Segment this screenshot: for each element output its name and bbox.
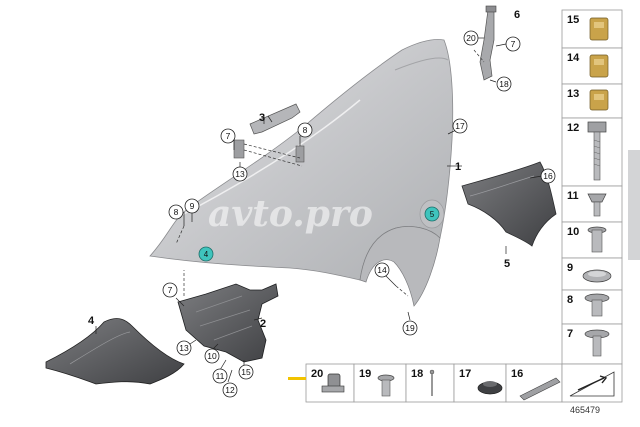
callout-7c: 7 (162, 282, 178, 298)
label-part-1: 1 (455, 161, 461, 173)
svg-text:10: 10 (207, 351, 217, 361)
svg-text:5: 5 (430, 210, 435, 219)
clip-20 (321, 373, 345, 393)
label-part-6: 6 (514, 9, 520, 21)
screw-washer-7 (584, 329, 610, 357)
callout-11: 11 (212, 368, 228, 384)
pin-18 (429, 369, 435, 396)
fender-top-edge (394, 57, 449, 71)
callout-15: 15 (238, 364, 254, 380)
panel-label-15: 15 (567, 14, 579, 26)
fender-mounting-bracket (177, 283, 279, 363)
watermark: avto.pro (208, 193, 373, 235)
clip-nut-15 (589, 17, 609, 41)
side-tab (628, 150, 640, 260)
panel-label-10: 10 (567, 226, 579, 238)
wheel-arch-flange (359, 226, 441, 307)
svg-text:7: 7 (168, 285, 173, 295)
panel-label-8: 8 (567, 294, 573, 306)
callout-13a: 13 (232, 166, 248, 182)
panel-label-16: 16 (511, 368, 523, 380)
hex-bolt-12 (587, 121, 607, 181)
svg-text:13: 13 (179, 343, 189, 353)
clip-nut-14 (589, 54, 609, 78)
svg-text:11: 11 (216, 371, 225, 381)
marker-teal-5: 5 (424, 206, 440, 222)
svg-text:9: 9 (190, 201, 195, 211)
panel-label-18: 18 (411, 368, 423, 380)
callout-19: 19 (402, 320, 418, 336)
bracket-clip-left (233, 139, 245, 159)
svg-text:8: 8 (303, 125, 308, 135)
screw-11 (587, 193, 607, 217)
highlight-pointer (288, 377, 306, 380)
screw-washer-8 (584, 293, 610, 317)
seal-strip-16 (519, 377, 561, 401)
expanding-rivet-10 (587, 226, 607, 253)
callout-7a: 7 (220, 128, 236, 144)
svg-text:19: 19 (405, 323, 415, 333)
reference-arrow-icon (569, 371, 615, 397)
svg-text:20: 20 (466, 33, 476, 43)
callout-18: 18 (496, 76, 512, 92)
svg-text:15: 15 (241, 367, 251, 377)
panel-label-19: 19 (359, 368, 371, 380)
label-part-3: 3 (259, 112, 265, 124)
callout-8b: 8 (168, 204, 184, 220)
panel-label-11: 11 (567, 190, 579, 202)
marker-teal-4: 4 (198, 246, 214, 262)
wheelhouse-liner-front (45, 318, 185, 385)
svg-text:7: 7 (226, 131, 231, 141)
wheelhouse-cover-rear (461, 161, 557, 247)
fender-support-bracket (249, 103, 301, 135)
callout-16: 16 (540, 168, 556, 184)
bracket-clip-right (295, 145, 305, 163)
callout-12: 12 (222, 382, 238, 398)
panel-label-14: 14 (567, 52, 580, 64)
bolt-19 (377, 374, 395, 397)
svg-text:13: 13 (235, 169, 245, 179)
callout-20-top: 20 (463, 30, 479, 46)
label-part-5: 5 (504, 258, 510, 270)
label-part-4: 4 (88, 315, 95, 327)
panel-label-7: 7 (567, 328, 573, 340)
svg-text:12: 12 (225, 385, 235, 395)
svg-text:18: 18 (499, 79, 509, 89)
svg-text:7: 7 (511, 39, 516, 49)
svg-text:16: 16 (543, 171, 553, 181)
grommet-17 (477, 381, 503, 395)
callout-10: 10 (204, 348, 220, 364)
callout-17: 17 (452, 118, 468, 134)
callout-13b: 13 (176, 340, 192, 356)
svg-text:8: 8 (174, 207, 179, 217)
svg-text:4: 4 (204, 250, 209, 259)
callout-8a: 8 (297, 122, 313, 138)
plug-cap-9 (582, 269, 612, 283)
diagram-reference-number: 465479 (570, 405, 600, 415)
svg-text:17: 17 (455, 121, 465, 131)
panel-label-17: 17 (459, 368, 471, 380)
clip-nut-13 (589, 89, 609, 111)
callout-7b: 7 (505, 36, 521, 52)
panel-label-12: 12 (567, 122, 579, 134)
fender-bracket-upper (479, 9, 495, 81)
svg-text:14: 14 (377, 265, 387, 275)
panel-label-20: 20 (311, 368, 323, 380)
callout-14: 14 (374, 262, 390, 278)
dashed-guides (175, 49, 485, 297)
panel-label-13: 13 (567, 88, 579, 100)
label-part-2: 2 (260, 318, 266, 330)
panel-label-9: 9 (567, 262, 573, 274)
callout-9: 9 (184, 198, 200, 214)
